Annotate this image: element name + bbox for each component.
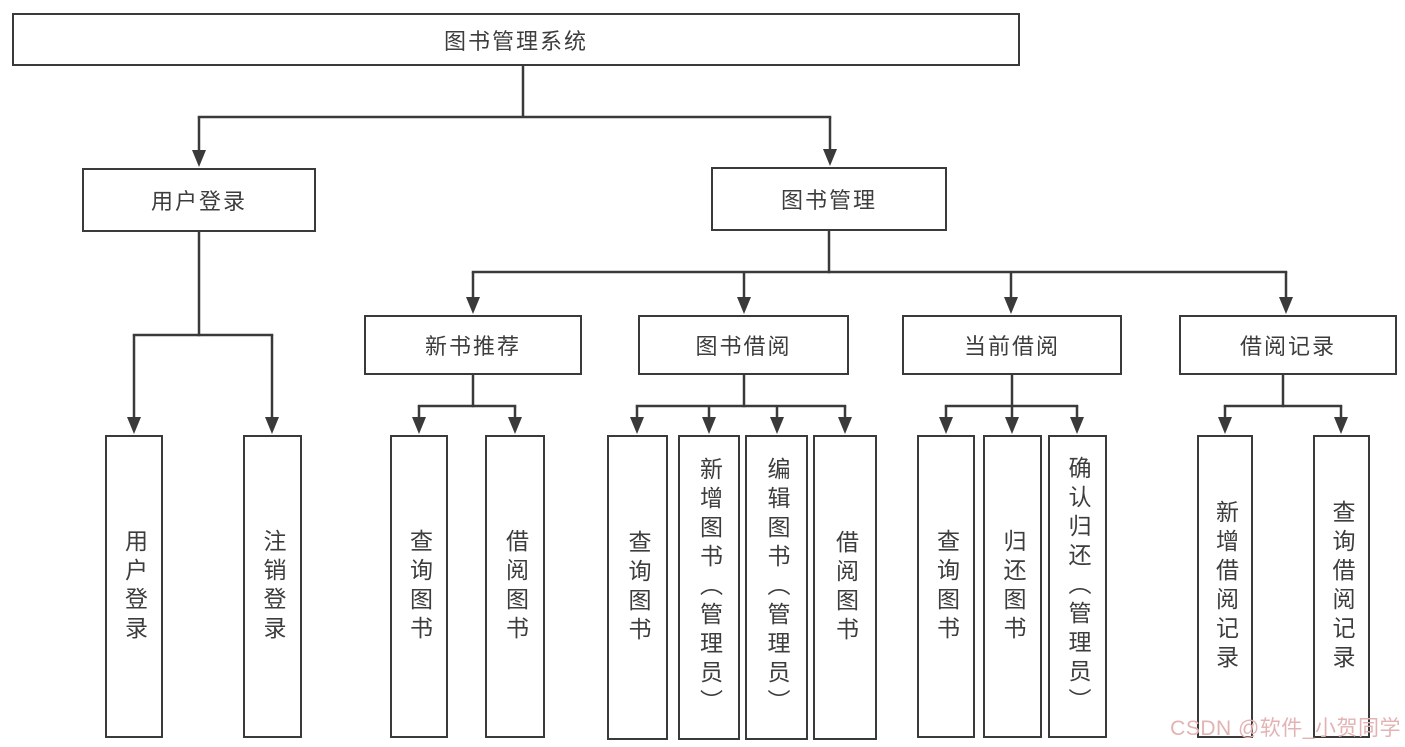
csdn-watermark: CSDN @软件_小贺同学 (1170, 717, 1401, 740)
node-label: 用户登录 (121, 528, 148, 645)
node-label: 借阅图书 (502, 528, 529, 645)
node-library-management-system: 图书管理系统 (12, 13, 1020, 66)
node-label: 图书管理系统 (443, 28, 588, 54)
node-book-borrow: 图书借阅 (638, 315, 849, 375)
node-book-management: 图书管理 (711, 167, 947, 231)
node-new-book-recommend: 新书推荐 (364, 315, 582, 375)
leaf-query-books-borrow: 查询图书 (607, 435, 668, 740)
leaf-query-books-current: 查询图书 (917, 435, 975, 738)
leaf-borrow-books: 借阅图书 (813, 435, 877, 740)
leaf-query-borrow-record: 查询借阅记录 (1313, 435, 1370, 738)
node-label: 新书推荐 (424, 334, 521, 359)
node-label: 查询图书 (625, 529, 651, 646)
node-label: 图书借阅 (695, 334, 792, 359)
leaf-add-book-admin: 新增图书（管理员） (678, 435, 740, 740)
leaf-return-books: 归还图书 (983, 435, 1042, 738)
node-label: 确认归还（管理员） (1065, 456, 1091, 717)
node-user-login: 用户登录 (82, 168, 316, 232)
node-label: 新增借阅记录 (1212, 499, 1239, 674)
node-label: 编辑图书（管理员） (764, 457, 790, 718)
leaf-confirm-return-admin: 确认归还（管理员） (1048, 435, 1107, 738)
node-label: 查询图书 (933, 528, 960, 645)
leaf-borrow-books-recommend: 借阅图书 (485, 435, 545, 738)
leaf-query-books-recommend: 查询图书 (390, 435, 448, 738)
leaf-edit-book-admin: 编辑图书（管理员） (745, 435, 808, 740)
leaf-logout: 注销登录 (243, 435, 302, 738)
node-borrow-records: 借阅记录 (1179, 315, 1397, 375)
node-label: 查询图书 (406, 528, 433, 645)
node-label: 查询借阅记录 (1329, 499, 1355, 674)
leaf-user-login: 用户登录 (105, 435, 163, 738)
node-label: 图书管理 (780, 188, 877, 213)
leaf-add-borrow-record: 新增借阅记录 (1197, 435, 1253, 738)
node-label: 当前借阅 (963, 334, 1060, 359)
node-label: 借阅图书 (832, 529, 859, 646)
node-label: 新增图书（管理员） (696, 457, 723, 718)
node-label: 用户登录 (150, 189, 247, 214)
node-label: 借阅记录 (1239, 334, 1336, 359)
node-label: 注销登录 (260, 528, 286, 645)
node-label: 归还图书 (1000, 528, 1026, 645)
node-current-borrow: 当前借阅 (902, 315, 1122, 375)
